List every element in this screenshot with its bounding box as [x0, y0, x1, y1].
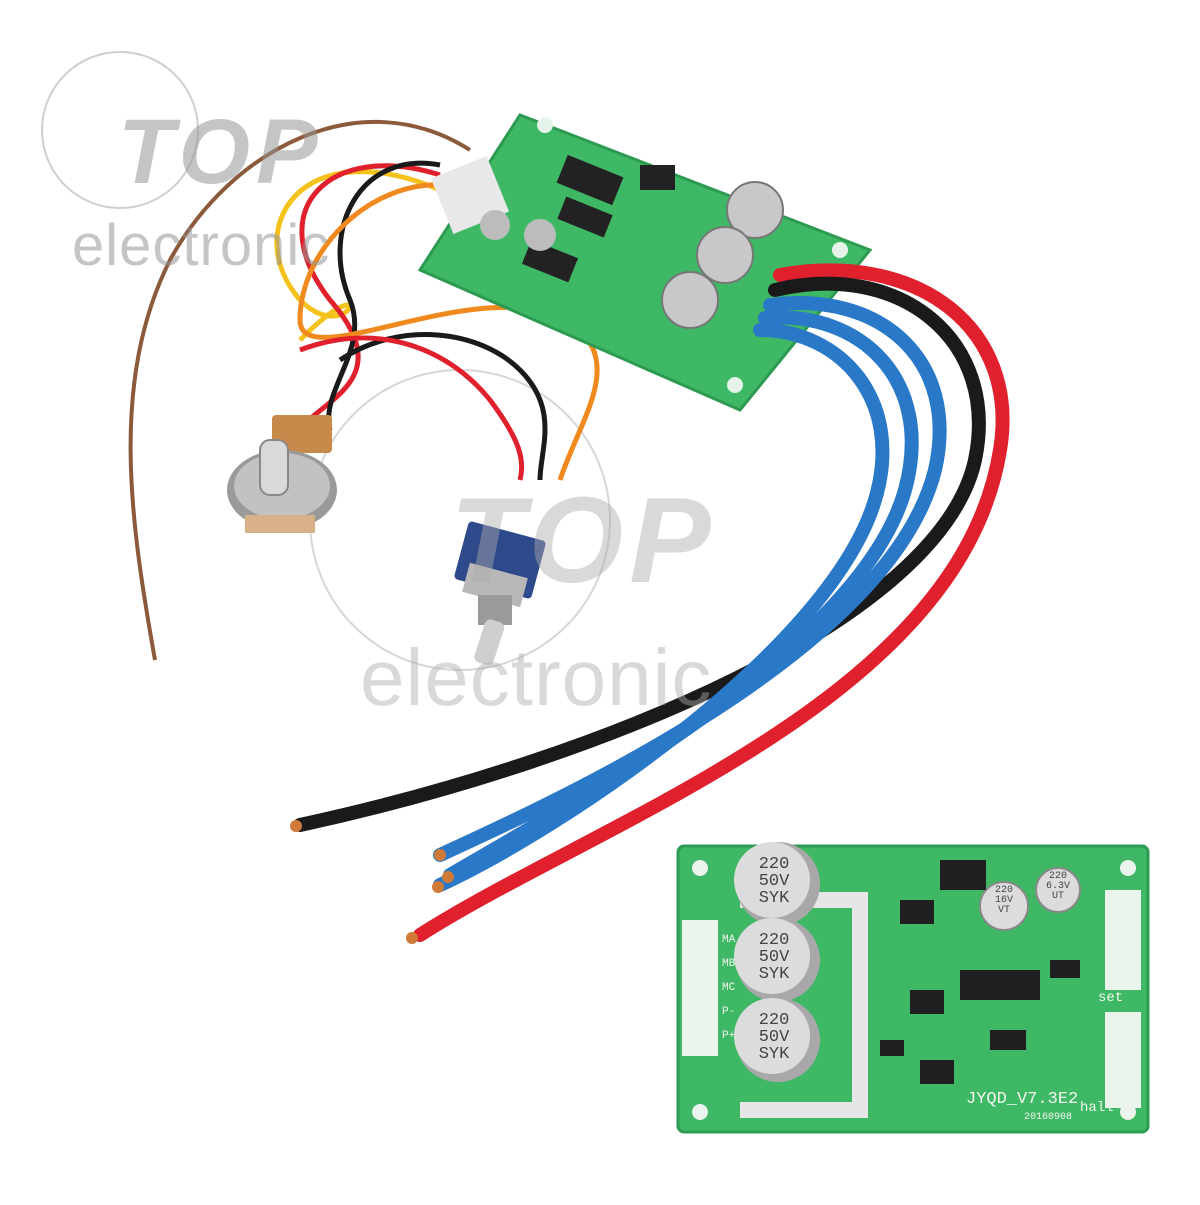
- cap-label-2: 220 50V SYK: [758, 931, 790, 984]
- black-signal-wire-1: [326, 160, 441, 431]
- pin-label-p-minus: P-: [722, 1006, 736, 1018]
- pin-label-p-plus: P+: [722, 1030, 736, 1042]
- board-model-label: JYQD_V7.3E2: [966, 1090, 1079, 1109]
- red-signal-wire-2: [299, 335, 525, 481]
- red-power-wire: [413, 263, 1010, 942]
- toggle-switch: [454, 521, 546, 666]
- copper-tip-blue-1: [434, 849, 446, 861]
- blue-phase-wire-1: [433, 296, 947, 862]
- controller-board-closeup: [676, 842, 1150, 1134]
- controller-board-angled: [417, 113, 873, 412]
- cap-label-small-1: 220 16V VT: [994, 885, 1013, 916]
- blue-phase-wire-3: [433, 323, 890, 892]
- label-set: set: [1098, 990, 1124, 1006]
- motor-pin-labels: MA MB MC P- P+: [722, 928, 735, 1048]
- board-date-code: 20160908: [1024, 1112, 1073, 1123]
- watermark-circle-large: [309, 369, 611, 671]
- orange-wire: [297, 182, 600, 481]
- black-power-wire: [293, 276, 986, 832]
- label-hall: hall: [1080, 1100, 1114, 1116]
- cap-label-small-2: 220 6.3V UT: [1045, 871, 1070, 902]
- potentiometer: [227, 415, 337, 533]
- copper-tip-black: [290, 820, 302, 832]
- watermark-circle-small: [41, 51, 199, 209]
- pin-label-ma: MA: [722, 934, 736, 946]
- pin-label-mb: MB: [722, 958, 736, 970]
- copper-tip-red: [406, 932, 418, 944]
- pin-label-mc: MC: [722, 982, 736, 994]
- cap-label-1: 220 50V SYK: [758, 855, 790, 908]
- black-signal-wire-2: [338, 332, 548, 481]
- copper-tip-blue-2: [442, 871, 454, 883]
- copper-tip-blue-3: [432, 881, 444, 893]
- brown-wire: [128, 119, 472, 661]
- cap-label-3: 220 50V SYK: [758, 1011, 790, 1064]
